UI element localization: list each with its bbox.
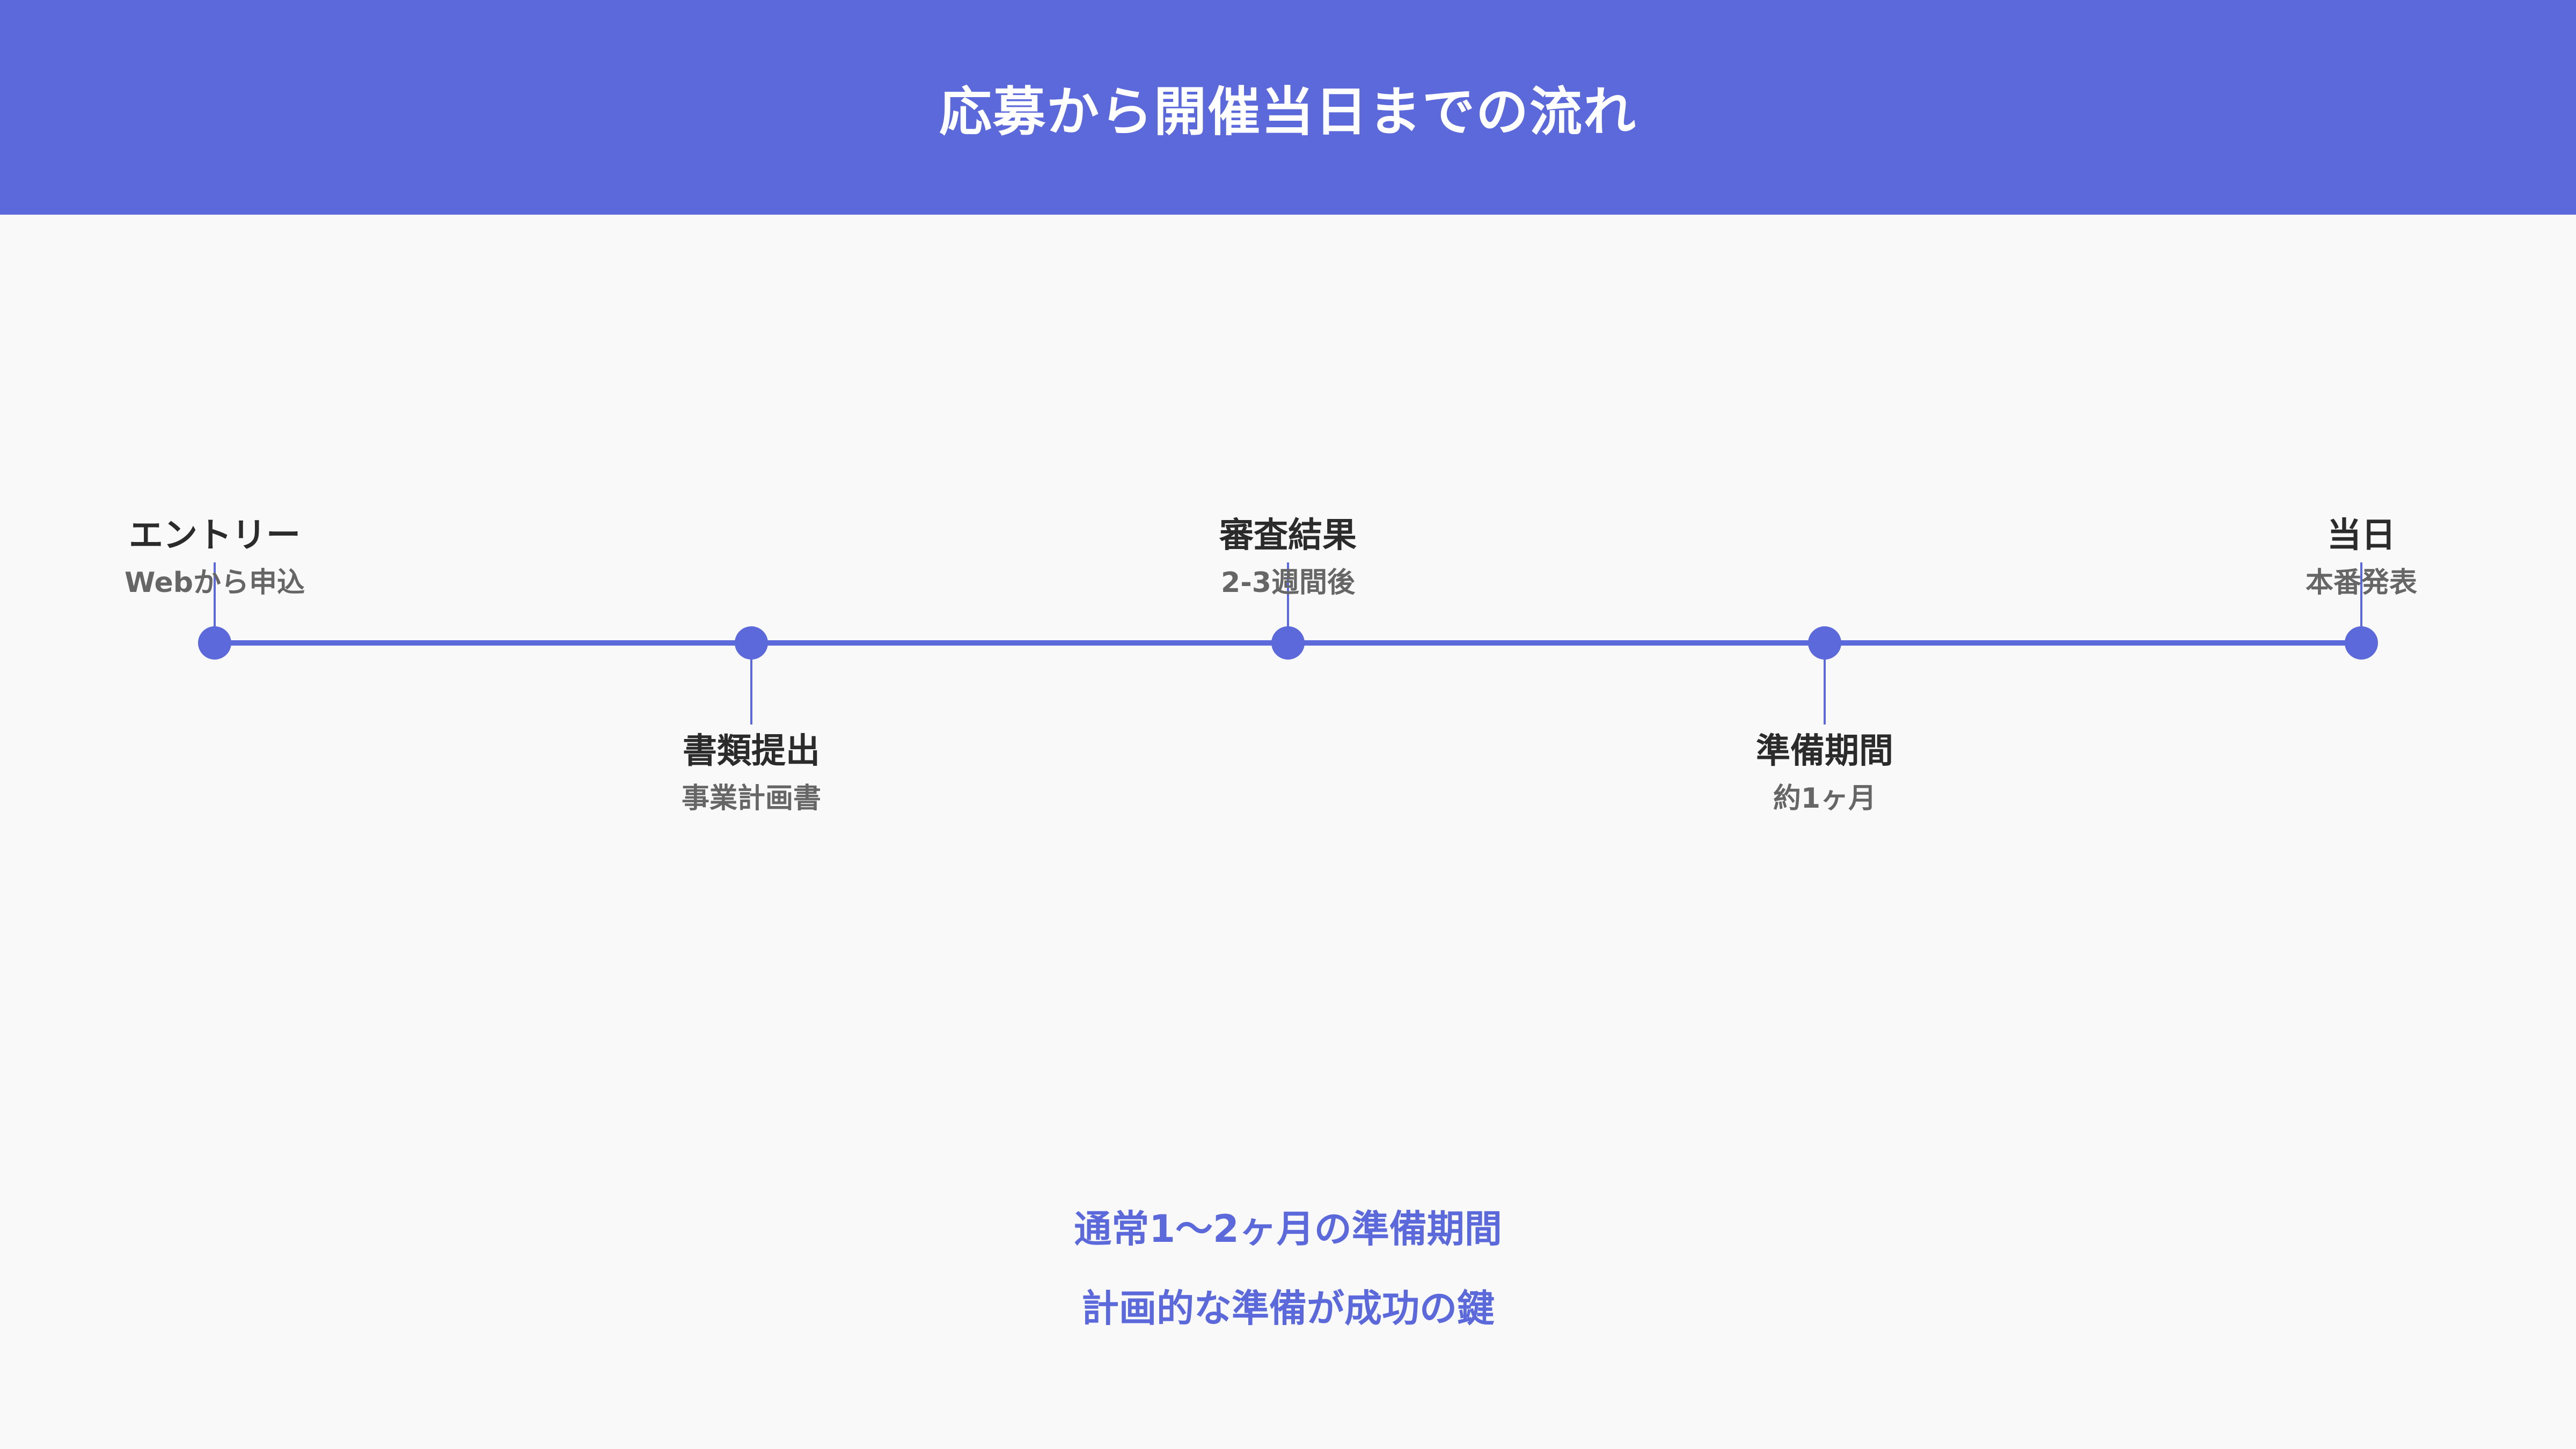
step-title: 書類提出 <box>683 731 820 771</box>
header-banner: 応募から開催当日までの流れ <box>0 0 2576 215</box>
footer-line-2: 計画的な準備が成功の鍵 <box>1081 1286 1495 1330</box>
timeline-node-documents <box>735 626 768 660</box>
timeline-node-result <box>1271 626 1305 660</box>
timeline-label-documents: 書類提出 事業計画書 <box>564 730 939 816</box>
timeline-node-event-day <box>2345 626 2378 660</box>
step-subtitle: 本番発表 <box>2305 567 2417 599</box>
step-subtitle: 2-3週間後 <box>1221 567 1355 599</box>
footer-line-1: 通常1〜2ヶ月の準備期間 <box>1074 1207 1502 1251</box>
footer-note: 通常1〜2ヶ月の準備期間 計画的な準備が成功の鍵 <box>0 1202 2576 1361</box>
timeline-connector-preparation <box>1824 643 1826 724</box>
step-title: 準備期間 <box>1756 731 1893 771</box>
timeline-label-result: 審査結果 2-3週間後 <box>1100 514 1476 600</box>
timeline-connector-entry <box>214 562 216 643</box>
timeline-node-preparation <box>1808 626 1841 660</box>
page-title: 応募から開催当日までの流れ <box>939 82 1637 143</box>
step-subtitle: 約1ヶ月 <box>1773 782 1877 815</box>
step-title: 審査結果 <box>1219 516 1357 555</box>
timeline-label-event-day: 当日 本番発表 <box>2174 514 2549 600</box>
timeline-label-preparation: 準備期間 約1ヶ月 <box>1637 730 2012 816</box>
step-title: 当日 <box>2327 516 2396 555</box>
timeline-node-entry <box>198 626 231 660</box>
timeline-label-entry: エントリー Webから申込 <box>27 514 402 600</box>
timeline-connector-documents <box>750 643 752 724</box>
step-subtitle: 事業計画書 <box>681 782 821 815</box>
step-subtitle: Webから申込 <box>125 567 305 599</box>
step-title: エントリー <box>129 516 301 555</box>
timeline-connector-result <box>1287 562 1289 643</box>
timeline-connector-event-day <box>2360 562 2362 643</box>
